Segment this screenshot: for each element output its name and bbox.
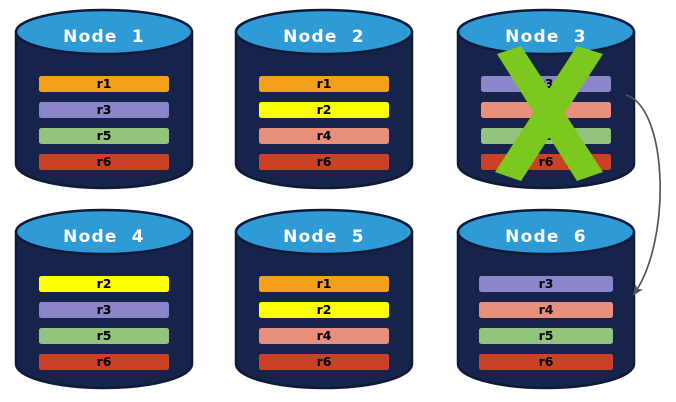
record-bar[interactable]: r6 [479,354,613,370]
record-bar[interactable]: r2 [39,276,169,292]
record-bar[interactable]: r6 [259,354,389,370]
record-bar[interactable]: r4 [481,102,611,118]
record-bar[interactable]: r2 [259,102,389,118]
record-bar[interactable]: r6 [39,154,169,170]
record-bar[interactable]: r5 [479,328,613,344]
record-bar[interactable]: r5 [39,128,169,144]
record-bar[interactable]: r3 [39,302,169,318]
node-2-record-list: r1 r2 r4 r6 [259,76,389,170]
record-bar[interactable]: r1 [259,276,389,292]
record-bar[interactable]: r6 [481,154,611,170]
record-bar[interactable]: r2 [259,302,389,318]
record-bar[interactable]: r3 [39,102,169,118]
node-5-record-list: r1 r2 r4 r6 [259,276,389,370]
record-bar[interactable]: r4 [259,328,389,344]
record-bar[interactable]: r5 [481,128,611,144]
node-6-record-list: r3 r4 r5 r6 [479,276,613,370]
record-bar[interactable]: r3 [479,276,613,292]
node-3-record-list: r3 r4 r5 r6 [481,76,611,170]
node-4-record-list: r2 r3 r5 r6 [39,276,169,370]
record-bar[interactable]: r5 [39,328,169,344]
record-bar[interactable]: r3 [481,76,611,92]
record-bar[interactable]: r1 [259,76,389,92]
record-bar[interactable]: r1 [39,76,169,92]
record-bar[interactable]: r6 [39,354,169,370]
node-1-record-list: r1 r3 r5 r6 [39,76,169,170]
record-bar[interactable]: r4 [479,302,613,318]
record-bar[interactable]: r4 [259,128,389,144]
record-bar[interactable]: r6 [259,154,389,170]
